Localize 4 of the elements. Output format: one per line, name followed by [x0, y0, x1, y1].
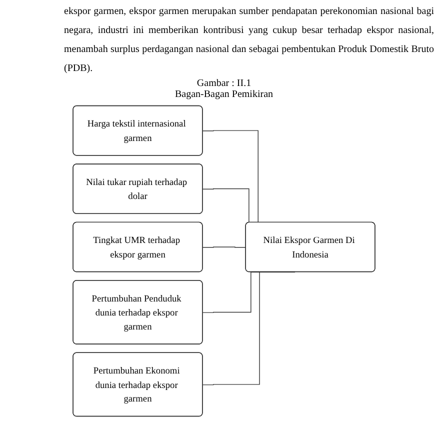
body-paragraph: ekspor garmen, ekspor garmen merupakan sumber pendapatan perekonomian nasional bagi negara, industri ini memberikan kontribusi yang cukup besar terhadap ekspor nasional, menambah surplus perdagangan nasional dan sebagai pembentukan Produk Domestik Bruto (PDB). — [64, 5, 434, 76]
figure-title: Bagan-Bagan Pemikiran — [174, 89, 274, 100]
figure-number: Gambar : II.1 — [196, 78, 252, 89]
connector — [202, 246, 246, 248]
